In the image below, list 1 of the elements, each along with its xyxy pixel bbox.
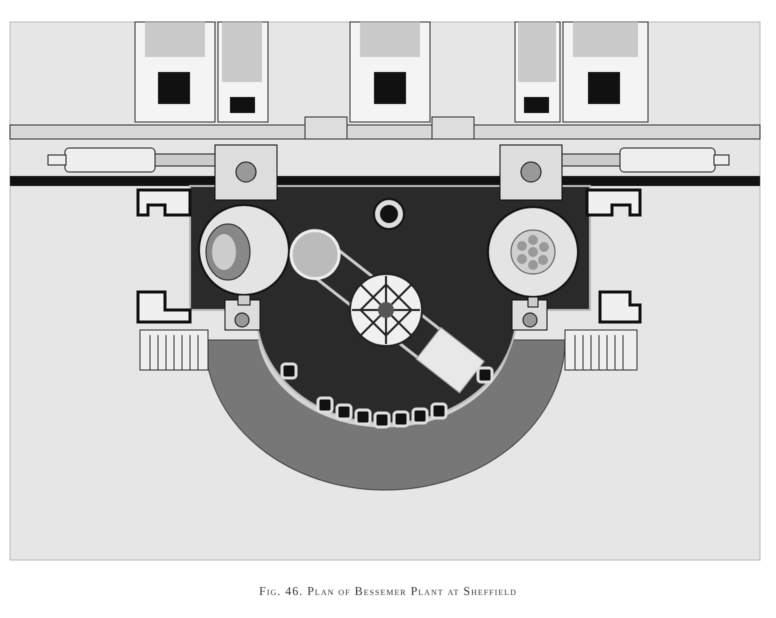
figure-caption: Fig. 46. Plan of Bessemer Plant at Sheffield <box>259 584 517 598</box>
